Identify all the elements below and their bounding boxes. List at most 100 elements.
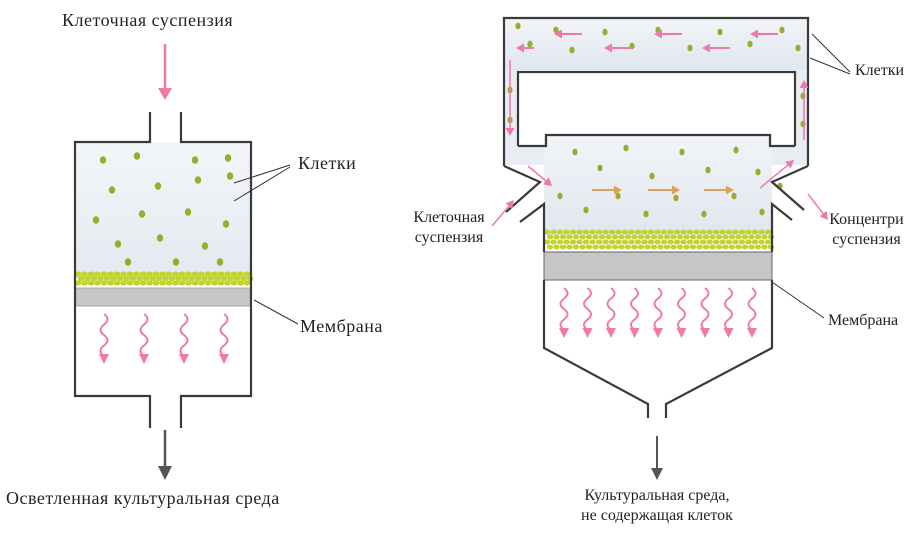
cake-cell — [133, 271, 140, 277]
output-label: Осветленная культуральная среда — [6, 488, 280, 508]
cake-cell — [728, 244, 736, 250]
cake-cell — [77, 275, 85, 282]
outlet-flow-arrow — [759, 160, 794, 189]
cake-cell — [113, 280, 121, 286]
cake-cell — [227, 275, 234, 282]
housing-walls — [502, 16, 810, 418]
filtrate-wave-arrow — [606, 287, 616, 338]
cells-label: Клетки — [298, 153, 357, 173]
cake-cell — [615, 239, 622, 245]
cake-cell — [243, 271, 251, 277]
cake-cell — [142, 275, 150, 282]
cake-cell — [654, 239, 661, 245]
cake-cell — [582, 239, 590, 245]
cake-cell — [120, 271, 127, 277]
cake-cell — [748, 234, 755, 240]
cell — [649, 172, 655, 180]
cell — [779, 26, 785, 34]
cell — [527, 40, 533, 48]
cake-cell — [663, 244, 671, 250]
cake-cell — [738, 229, 746, 235]
cell — [557, 192, 563, 200]
dead-end-filter-drawing — [73, 44, 299, 480]
output-flow-arrow — [158, 430, 172, 480]
cell — [597, 164, 603, 172]
cake-cell — [178, 280, 186, 286]
cake-cell — [634, 239, 642, 245]
cake-cell — [120, 280, 127, 286]
cell — [154, 182, 162, 190]
cake-cell — [598, 234, 606, 240]
cake-cell — [233, 275, 241, 282]
cake-cell — [657, 244, 664, 250]
cell — [226, 172, 234, 180]
cake-cell — [579, 244, 586, 250]
cake-cell — [74, 271, 82, 277]
cell — [172, 258, 180, 266]
cake-cell — [563, 229, 570, 235]
cell-cake-layer — [74, 271, 254, 286]
recirculation-loop-fill — [503, 18, 809, 145]
cake-cell — [696, 234, 703, 240]
dead-end-filtration-diagram: Клеточная суспензия Клетки Мембрана Осве… — [0, 0, 400, 537]
cell — [615, 192, 621, 200]
cake-cell — [699, 239, 707, 245]
cell — [643, 210, 649, 218]
cake-cell — [621, 239, 629, 245]
cake-cell — [641, 229, 648, 235]
return-flow-arrow — [654, 29, 682, 39]
cell — [717, 28, 723, 36]
cell — [731, 192, 737, 200]
cake-cell — [647, 229, 655, 235]
cell — [92, 216, 100, 224]
cake-cell — [165, 271, 173, 277]
cake-cell — [126, 280, 134, 286]
cell — [138, 210, 146, 218]
cell — [602, 28, 608, 36]
cake-cell — [543, 239, 551, 245]
cake-cell — [715, 234, 723, 240]
cake-cell — [741, 234, 749, 240]
cake-cell — [673, 229, 681, 235]
cake-cell — [673, 239, 681, 245]
cell — [679, 148, 685, 156]
cake-cell — [761, 244, 768, 250]
cake-cell — [712, 229, 720, 235]
cake-cell — [110, 275, 117, 282]
cake-cell — [198, 280, 205, 286]
cake-cell — [172, 280, 179, 286]
cake-cell — [611, 244, 619, 250]
cake-cell — [754, 244, 762, 250]
membrane — [543, 251, 773, 281]
cell — [224, 154, 232, 162]
cake-cell — [693, 239, 700, 245]
cake-cell — [243, 280, 251, 286]
cake-cell — [745, 229, 752, 235]
filtrate-flow-arrows — [99, 313, 229, 364]
cake-cell — [719, 239, 726, 245]
cake-cell — [139, 271, 147, 277]
cake-cell — [709, 234, 716, 240]
cell — [800, 120, 806, 128]
cake-cell — [107, 280, 114, 286]
cake-cell — [712, 239, 720, 245]
cell — [733, 146, 739, 154]
cake-cell — [660, 239, 668, 245]
return-flow-arrow — [516, 43, 534, 53]
cake-cell — [670, 244, 677, 250]
cake-cell — [631, 244, 638, 250]
cake-cell — [680, 239, 687, 245]
cake-cell — [735, 244, 742, 250]
cake-cell — [194, 275, 202, 282]
cake-cell — [676, 244, 684, 250]
cake-cell — [126, 271, 134, 277]
cake-cell — [605, 244, 612, 250]
cell — [114, 240, 122, 248]
inlet-flow-arrow — [491, 200, 514, 227]
cake-cell — [572, 244, 580, 250]
cake-cell — [738, 239, 746, 245]
cake-cell — [188, 275, 195, 282]
leader-lines — [771, 33, 851, 319]
cake-cell — [175, 275, 182, 282]
cake-cell — [198, 271, 205, 277]
